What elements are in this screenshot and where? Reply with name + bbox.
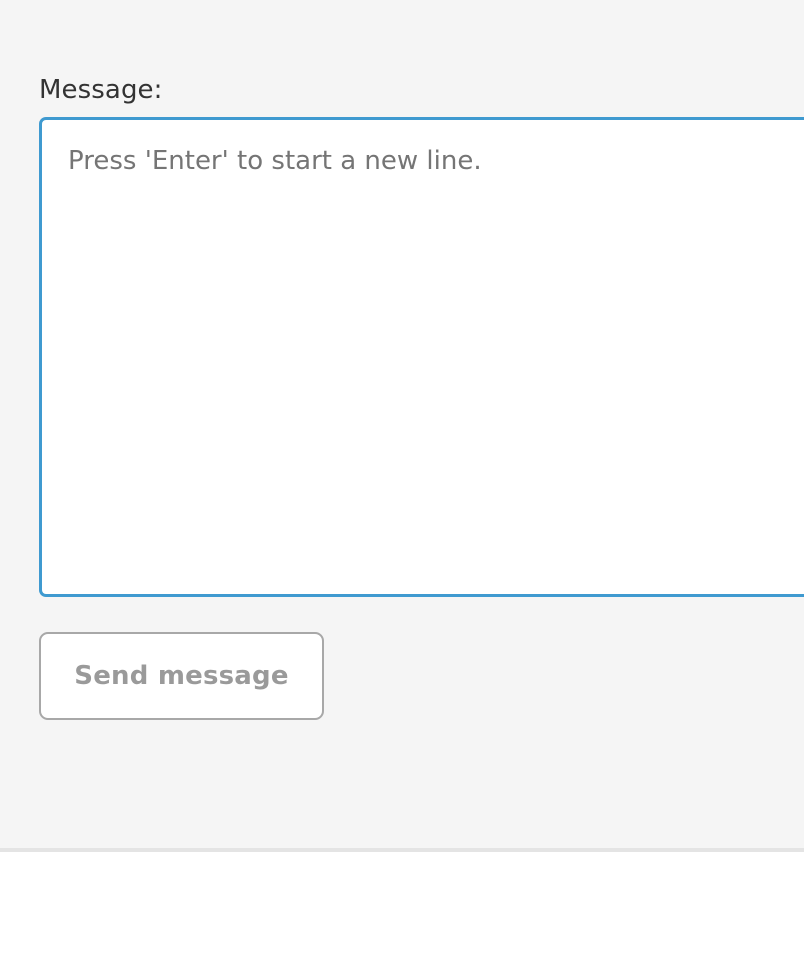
message-field-label: Message: xyxy=(39,75,163,105)
send-message-button[interactable]: Send message xyxy=(39,632,324,720)
panel-divider xyxy=(0,848,804,852)
message-composer-panel: Message: Send message xyxy=(39,75,804,720)
message-input[interactable] xyxy=(39,117,804,597)
lower-empty-area xyxy=(0,852,804,980)
send-message-button-label: Send message xyxy=(74,661,289,691)
